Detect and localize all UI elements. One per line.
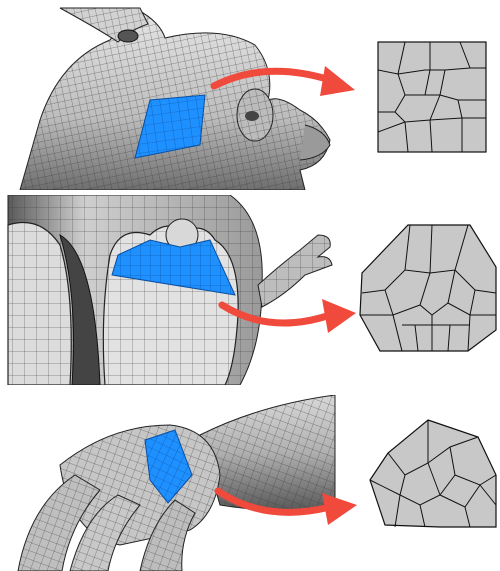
armadillo-mesh [8,195,332,385]
row-feet [0,195,500,385]
extracted-patch [360,225,496,351]
row-ear-svg [0,0,500,190]
extracted-patch [378,42,486,152]
extracted-patch [370,420,496,527]
row-feet-svg [0,195,500,385]
row-hand-svg [0,395,500,571]
row-hand [0,395,500,571]
row-ear [0,0,500,190]
